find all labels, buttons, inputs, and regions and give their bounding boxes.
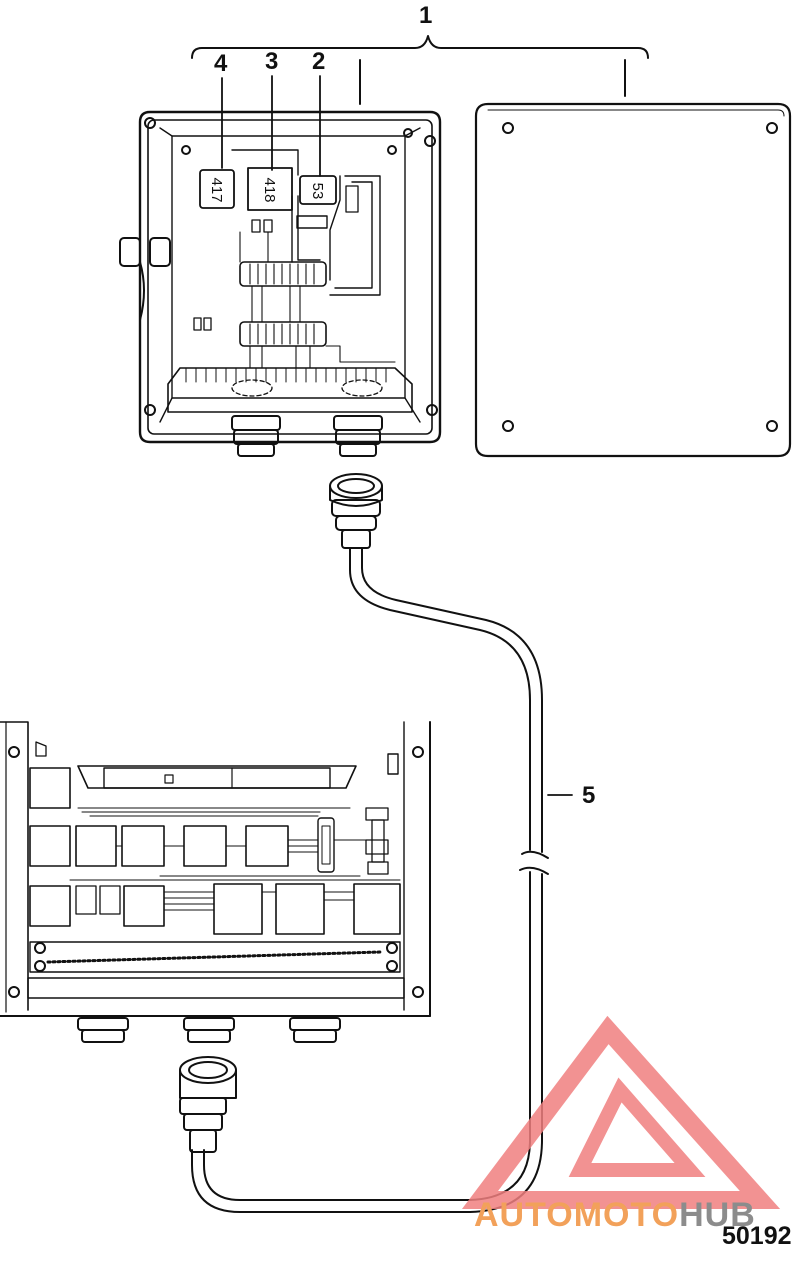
callout-4: 4 <box>214 50 228 77</box>
junction-box-lower <box>0 721 431 1043</box>
figure-number: 50192 <box>722 1222 792 1250</box>
callout-1: 1 <box>419 2 433 29</box>
relay-417 <box>199 169 235 209</box>
cable-gland-upper-left <box>231 415 281 457</box>
watermark-auto: AUTO <box>474 1196 574 1234</box>
callout-5: 5 <box>582 782 596 809</box>
automotohub-logo-mark <box>461 1015 781 1209</box>
callout-leaders <box>221 75 573 796</box>
relay-53 <box>299 175 337 205</box>
harness-cable <box>179 473 549 1213</box>
watermark-moto: MOTO <box>573 1196 680 1234</box>
relay-418 <box>247 167 293 211</box>
cover-plate <box>474 102 792 458</box>
watermark-hub: HUB <box>679 1196 756 1234</box>
callout-2: 2 <box>312 48 326 75</box>
automotohub-watermark-text: AUTOMOTOHUB <box>474 1196 756 1235</box>
relay-label-417: 417 <box>208 177 225 202</box>
callout-3: 3 <box>265 48 279 75</box>
relay-label-418: 418 <box>261 177 278 202</box>
callout-bracket-1 <box>191 35 649 105</box>
relay-label-53: 53 <box>309 183 326 200</box>
junction-box-upper <box>119 110 442 444</box>
cable-gland-upper-right <box>333 415 383 457</box>
